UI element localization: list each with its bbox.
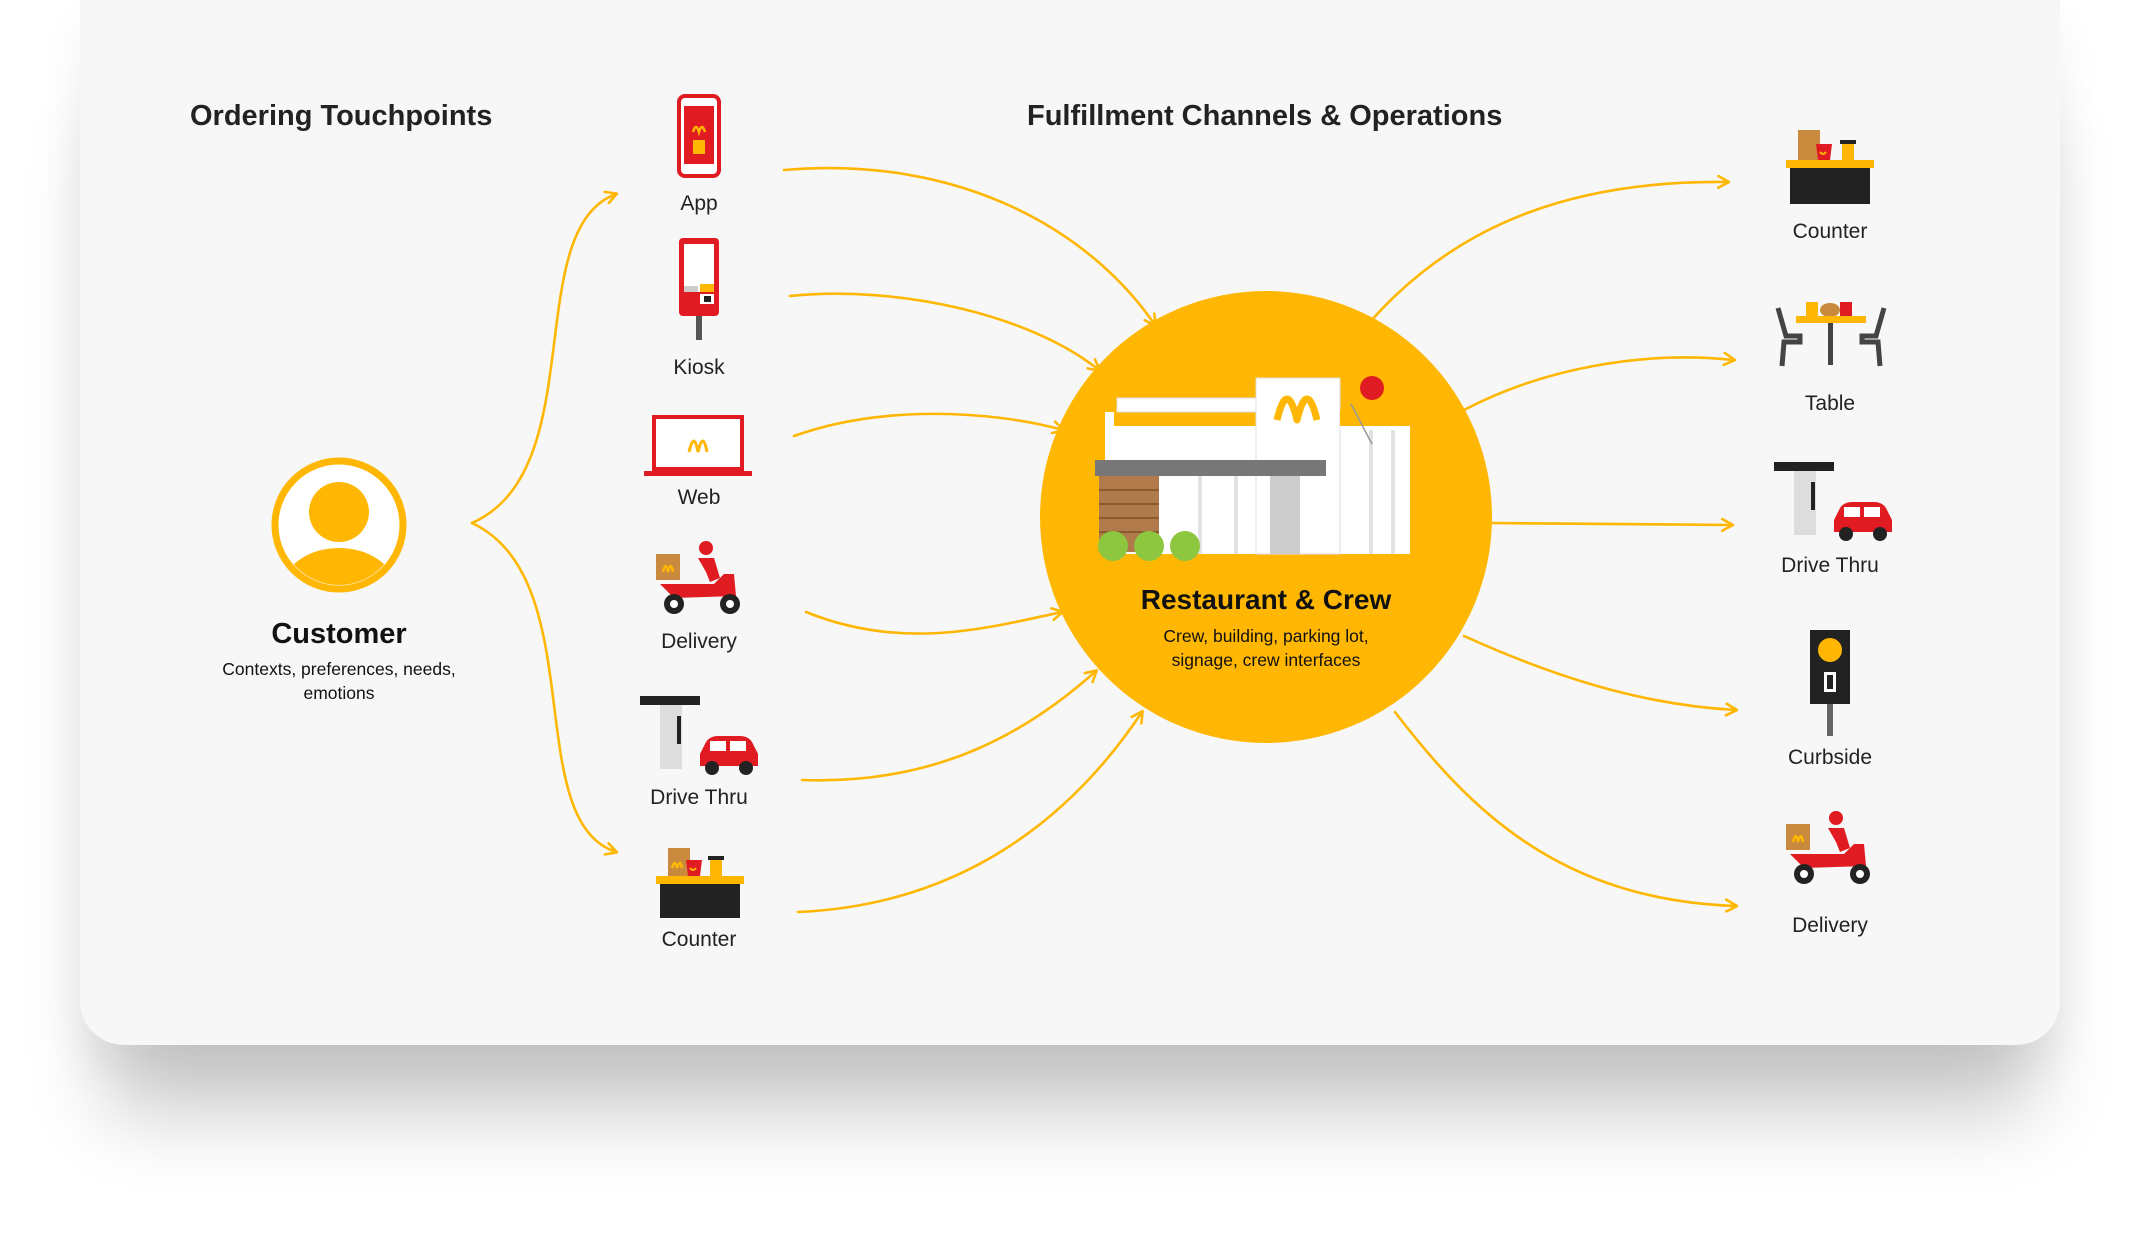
customer-subtitle: Contexts, preferences, needs, emotions <box>222 659 456 703</box>
channel-label-delivery: Delivery <box>1792 914 1868 937</box>
table-icon <box>1775 302 1887 367</box>
brace-arrow-top <box>470 194 616 525</box>
touchpoint-label-web: Web <box>677 486 721 509</box>
arrow-hub-to-curbside <box>1462 634 1736 710</box>
fulfillment-heading: Fulfillment Channels & Operations <box>1027 100 1503 132</box>
channel-label-counter: Counter <box>1792 220 1868 243</box>
arrow-hub-to-counter <box>1368 182 1728 324</box>
arrow-app-to-hub <box>782 166 1155 325</box>
brace-arrow-bottom <box>470 521 616 852</box>
drive-thru-icon <box>640 696 758 775</box>
ordering-touchpoints-heading: Ordering Touchpoints <box>190 100 493 132</box>
diagram-card: Ordering Touchpoints Fulfillment Channel… <box>80 0 2060 1045</box>
hub-title: Restaurant & Crew <box>1140 584 1392 615</box>
touchpoint-label-counter: Counter <box>661 928 737 951</box>
laptop-web-icon <box>644 415 752 476</box>
arrow-kiosk-to-hub <box>788 292 1099 370</box>
arrow-delivery-to-hub <box>804 612 1062 635</box>
customer-title: Customer <box>271 618 407 650</box>
customer-avatar-icon <box>271 457 407 593</box>
channel-label-drivethru: Drive Thru <box>1781 554 1879 577</box>
hub-subtitle: Crew, building, parking lot, signage, cr… <box>1163 626 1369 670</box>
restaurant-hub <box>1040 291 1492 743</box>
arrow-hub-to-table <box>1462 357 1734 412</box>
touchpoint-label-delivery: Delivery <box>661 630 737 653</box>
touchpoint-label-drivethru: Drive Thru <box>650 786 748 809</box>
channel-drive-thru-icon <box>1774 462 1892 541</box>
kiosk-icon <box>679 238 719 340</box>
touchpoint-label-kiosk: Kiosk <box>673 356 725 379</box>
channel-counter-icon <box>1786 130 1874 204</box>
counter-icon <box>656 848 744 918</box>
channel-label-curbside: Curbside <box>1787 746 1873 769</box>
arrow-web-to-hub <box>792 412 1063 438</box>
channel-label-table: Table <box>1804 392 1856 415</box>
touchpoint-label-app: App <box>680 192 718 215</box>
restaurant-building-icon <box>1095 376 1418 561</box>
arrow-hub-to-drivethru <box>1484 523 1732 525</box>
arrow-drivethru-to-hub <box>800 671 1096 782</box>
connector-arrows <box>470 166 2060 914</box>
arrow-counter-to-hub <box>796 712 1142 914</box>
curbside-signal-icon <box>1810 630 1850 736</box>
channel-delivery-scooter-icon <box>1786 811 1870 884</box>
arrow-hub-to-delivery <box>1393 710 1736 906</box>
delivery-scooter-icon <box>656 541 740 614</box>
phone-app-icon <box>677 94 721 178</box>
